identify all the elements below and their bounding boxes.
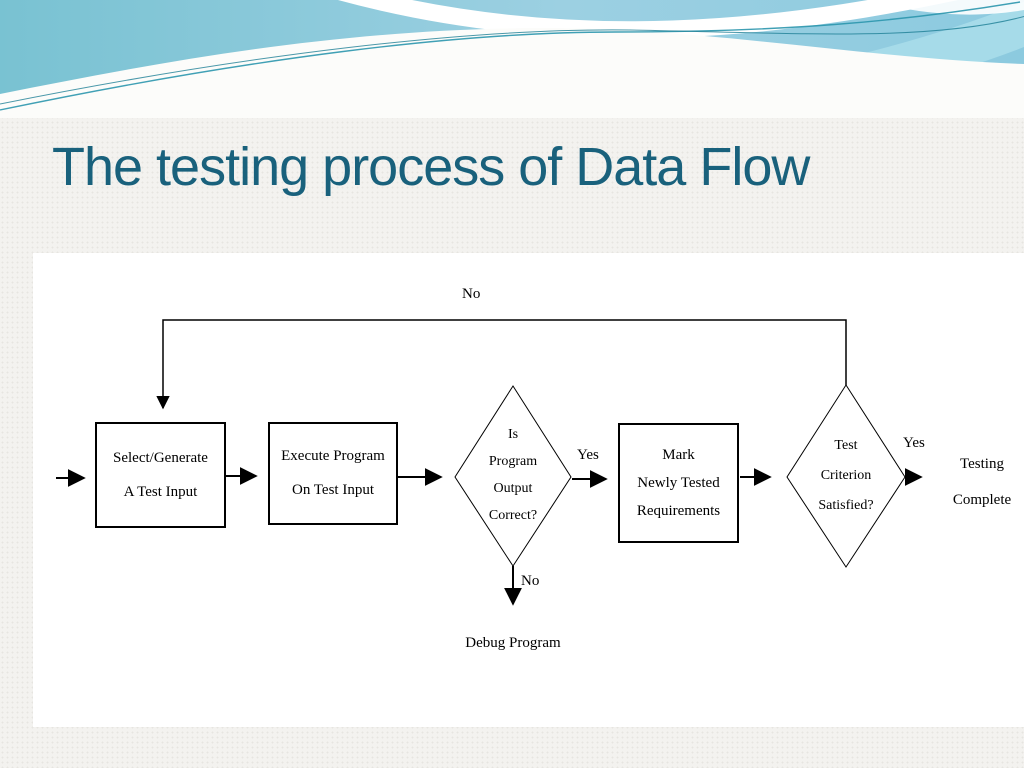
process-mark-requirements: Mark Newly Tested Requirements — [618, 423, 739, 543]
corner-white-curve — [870, 0, 1024, 15]
decision-criterion-satisfied-text: Test Criterion Satisfied? — [786, 431, 906, 521]
teal-accent-line-1 — [0, 1, 1021, 111]
page-title: The testing process of Data Flow — [52, 137, 810, 197]
label-testing-complete: Testing Complete — [936, 446, 1024, 518]
node-line: Execute Program — [281, 448, 385, 464]
node-line: A Test Input — [123, 483, 198, 500]
process-execute-program: Execute Program On Test Input — [268, 422, 398, 525]
node-line: Test — [834, 438, 858, 453]
teal-accent-line-2 — [0, 15, 1024, 105]
edge-label-output-yes: Yes — [577, 447, 599, 463]
node-line: Complete — [952, 492, 1012, 508]
node-line: Criterion — [820, 468, 872, 483]
process-select-generate: Select/Generate A Test Input — [95, 422, 226, 528]
node-line: Satisfied? — [818, 498, 874, 513]
node-line: Requirements — [636, 502, 721, 519]
node-line: Newly Tested — [637, 474, 720, 491]
label-debug-program: Debug Program — [465, 635, 561, 651]
node-line: Mark — [662, 446, 695, 463]
decision-output-correct-text: Is Program Output Correct? — [453, 421, 573, 529]
edge-label-output-no: No — [521, 573, 540, 589]
node-line: On Test Input — [291, 482, 374, 498]
node-line: Testing — [960, 456, 1004, 472]
header-wave-decoration — [0, 0, 1024, 118]
edge-label-criterion-yes: Yes — [903, 435, 925, 451]
node-line: Is — [507, 427, 519, 442]
node-line: Select/Generate — [113, 449, 208, 466]
white-wave — [0, 28, 1024, 118]
edge-label-loop-no: No — [462, 286, 481, 302]
node-line: Program — [488, 454, 538, 469]
node-line: Correct? — [488, 508, 538, 523]
node-line: Output — [493, 481, 533, 496]
